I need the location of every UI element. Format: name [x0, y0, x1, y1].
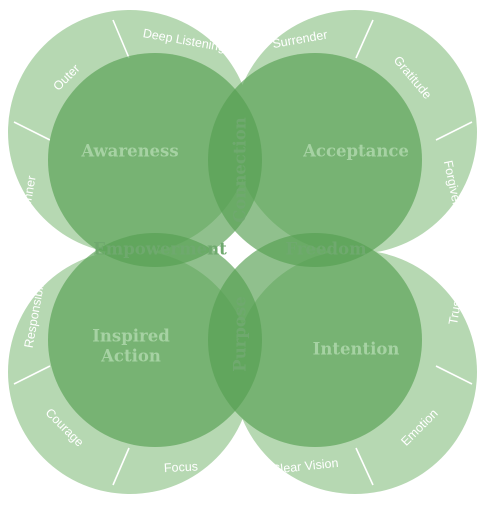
divider-bl-1 [13, 365, 51, 385]
title-inspired: Inspired [92, 327, 170, 346]
overlap-purpose: Purpose [231, 296, 250, 371]
divider-br-2 [355, 447, 374, 486]
ring-label-clear-vision: Clear Vision [271, 456, 339, 477]
divider-br-1 [435, 365, 473, 385]
ring-label-inner: Inner [20, 175, 39, 205]
ring-label-trust: Trust [446, 295, 465, 326]
overlap-connection: Connection [231, 117, 250, 223]
circle-inspired-action [48, 233, 262, 447]
title-intention: Intention [313, 340, 400, 359]
core-labels: Awareness Acceptance Inspired Action Int… [80, 142, 409, 366]
title-action: Action [100, 347, 161, 366]
ring-label-focus: Focus [164, 459, 199, 475]
circle-awareness [48, 53, 262, 267]
overlap-freedom: Freedom [285, 240, 367, 259]
title-acceptance: Acceptance [302, 142, 409, 161]
overlap-empowerment: Empowerment [93, 240, 227, 259]
divider-tr-1 [355, 19, 374, 59]
core-circles [48, 53, 422, 447]
divider-tl-1 [112, 19, 130, 59]
divider-tr-2 [435, 121, 473, 141]
divider-bl-2 [112, 447, 130, 486]
ring-dividers [13, 19, 473, 486]
overlap-labels: Connection Empowerment Freedom Purpose [93, 117, 367, 372]
circle-intention [208, 233, 422, 447]
divider-tl-2 [13, 121, 51, 141]
title-awareness: Awareness [80, 142, 178, 161]
circle-acceptance [208, 53, 422, 267]
